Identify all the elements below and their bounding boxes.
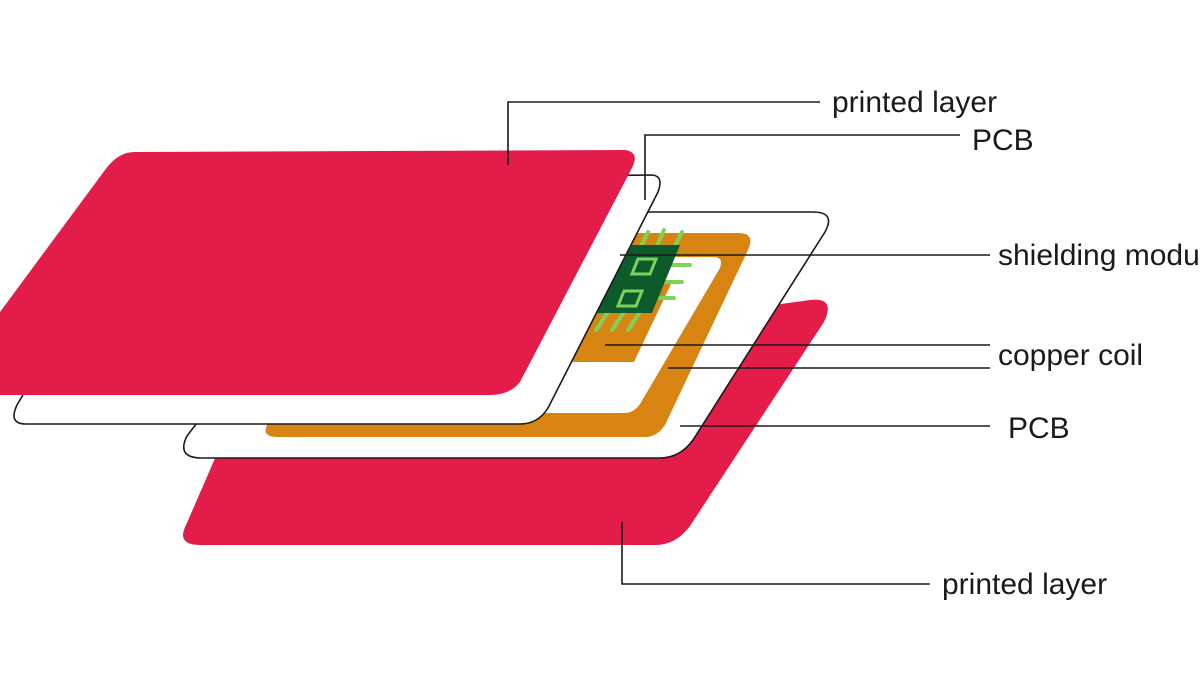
label-pcb-top: PCB [972, 124, 1034, 157]
leader-printed-layer-top [507, 101, 820, 165]
printed-layer-top-shape [0, 150, 635, 395]
label-pcb-bottom: PCB [1008, 412, 1070, 445]
label-printed-layer-bottom: printed layer [942, 568, 1107, 601]
label-printed-layer-top: printed layer [832, 86, 997, 119]
chip-pins [594, 228, 692, 332]
leader-printed-layer-bottom [621, 522, 930, 585]
shielding-module-chip [596, 245, 680, 313]
chip-pads [615, 257, 659, 308]
leader-pcb-top [644, 134, 960, 200]
label-copper-coil: copper coil [998, 339, 1143, 372]
label-shielding-module: shielding module [998, 239, 1200, 272]
